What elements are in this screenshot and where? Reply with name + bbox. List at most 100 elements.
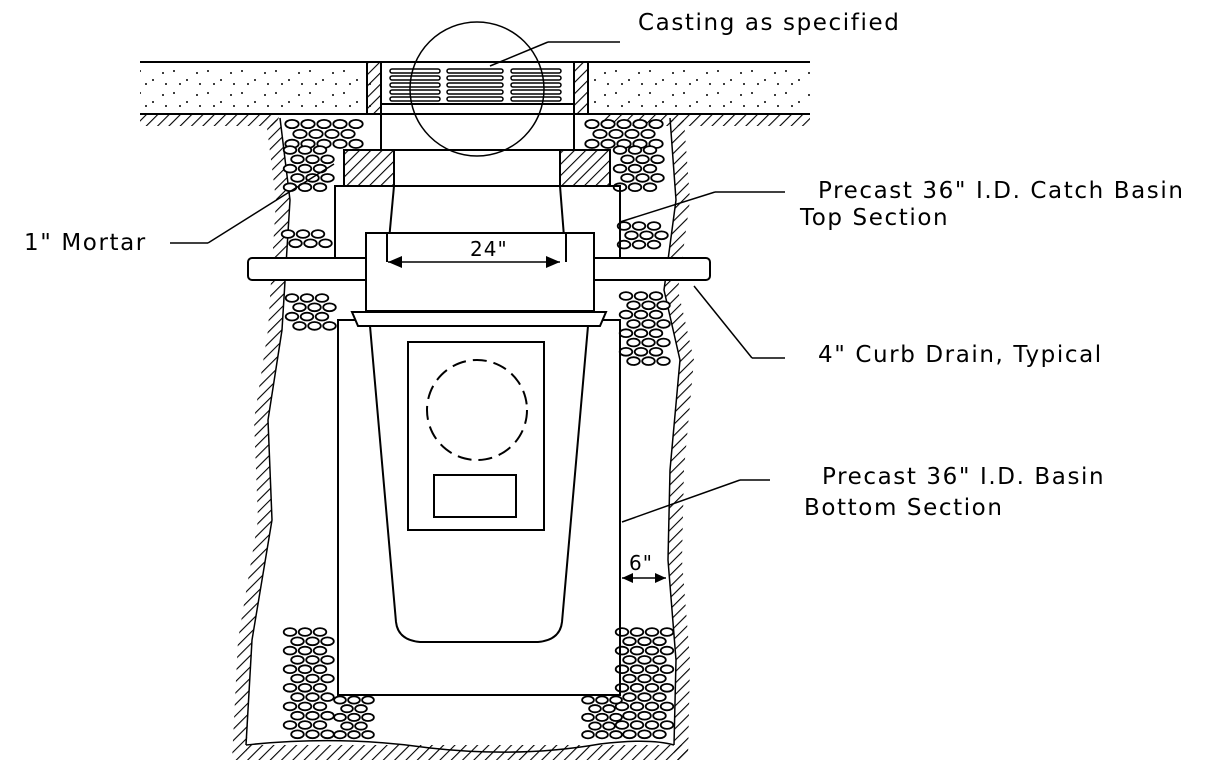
gravel-stone (297, 645, 313, 656)
gravel-stone (632, 118, 648, 130)
gravel-stone (581, 695, 595, 705)
gravel-stone (648, 291, 664, 301)
gravel-stone (618, 291, 634, 301)
gravel-stone (320, 655, 335, 665)
gravel-stone (581, 730, 595, 740)
gravel-stone (348, 138, 364, 149)
gravel-stone (644, 682, 660, 693)
gravel-stone (312, 182, 328, 193)
gravel-stone (644, 627, 660, 637)
grate-slot (389, 89, 441, 95)
gravel-stone (644, 645, 660, 656)
gravel-stone (316, 118, 332, 130)
gravel-stone (290, 636, 305, 647)
gravel-stone (361, 730, 375, 740)
grate-slot (446, 89, 504, 95)
gravel-stone (637, 636, 652, 647)
gravel-stone (626, 300, 641, 311)
gravel-stone (627, 145, 643, 155)
top-section-label-line1: Precast 36" I.D. Catch Basin (818, 178, 1185, 204)
gravel-stone (641, 337, 656, 348)
gravel-stone (618, 309, 634, 320)
gravel-stone (626, 356, 641, 366)
gravel-stone (659, 701, 675, 712)
gravel-stone (305, 636, 320, 647)
gravel-stone (333, 712, 347, 722)
gravel-stone (622, 655, 637, 665)
gravel-stone (305, 710, 320, 721)
grate-slot (389, 75, 441, 81)
gravel-stone (314, 311, 330, 322)
gravel-stone (648, 309, 664, 320)
gravel-stone (652, 636, 667, 647)
gravel-stone (609, 730, 623, 740)
gravel-stone (305, 729, 320, 740)
gravel-stone (627, 163, 643, 174)
gravel-stone (595, 730, 609, 740)
grate-slot (510, 96, 562, 102)
gravel-stone (644, 664, 660, 674)
gravel-stone (333, 730, 347, 740)
gravel-stone (637, 673, 652, 684)
gravel-stone (322, 321, 337, 331)
gravel-stone (340, 704, 354, 714)
gravel-stone (659, 664, 675, 674)
gravel-stone (308, 128, 324, 139)
grate-slot (446, 96, 504, 102)
gravel-stone (633, 291, 649, 301)
gravel-stone (324, 128, 340, 139)
gravel-stone (602, 721, 616, 731)
gravel-stone (620, 173, 635, 183)
gravel-stone (340, 721, 354, 731)
gravel-stone (592, 128, 608, 139)
gravel-stone (652, 729, 667, 740)
gravel-stone (284, 118, 300, 130)
gravel-stone (637, 692, 652, 702)
gravel-stone (282, 182, 298, 193)
gravel-stone (626, 319, 641, 329)
gravel-stone (652, 710, 667, 721)
gravel-stone (624, 230, 639, 241)
gravel-stone (288, 238, 303, 249)
gravel-stone (635, 154, 650, 165)
gravel-stone (609, 712, 623, 722)
gravel-stone (648, 328, 664, 339)
gravel-stone (282, 664, 298, 674)
grate-slot (446, 82, 504, 88)
casting-grate (380, 21, 575, 187)
gravel-stone (629, 645, 645, 656)
earth-hatching (140, 114, 810, 760)
gravel-stone (652, 673, 667, 684)
gravel-stone (656, 319, 671, 329)
gravel-stone (595, 712, 609, 722)
grate-slot (446, 68, 504, 74)
gravel-stone (648, 346, 664, 357)
grate-slot (389, 82, 441, 88)
gravel-stone (284, 311, 300, 322)
gravel-stone (282, 682, 298, 693)
gravel-stone (310, 229, 326, 239)
gravel-stone (305, 655, 320, 665)
grate-slot (446, 75, 504, 81)
gravel-stone (659, 645, 675, 656)
gravel-stone (340, 128, 356, 139)
curb-drain-label: 4" Curb Drain, Typical (818, 342, 1103, 368)
gravel-stone (307, 302, 322, 313)
gravel-stone (282, 720, 298, 730)
gravel-stone (290, 710, 305, 721)
gravel-stone (584, 138, 600, 149)
gravel-stone (297, 627, 313, 637)
gravel-stone (614, 627, 630, 637)
gravel-stone (650, 154, 665, 165)
gravel-stone (297, 720, 313, 730)
gravel-stone (584, 118, 600, 130)
gravel-stone (320, 154, 335, 165)
grate-width-dimension: 24" (388, 237, 560, 268)
gravel-stone (297, 664, 313, 674)
gravel-stone (640, 128, 656, 139)
gravel-stone (624, 128, 640, 139)
gravel-stone (320, 636, 335, 647)
gravel-stone (642, 182, 658, 193)
gravel-stone (618, 328, 634, 339)
gravel-stone (633, 309, 649, 320)
